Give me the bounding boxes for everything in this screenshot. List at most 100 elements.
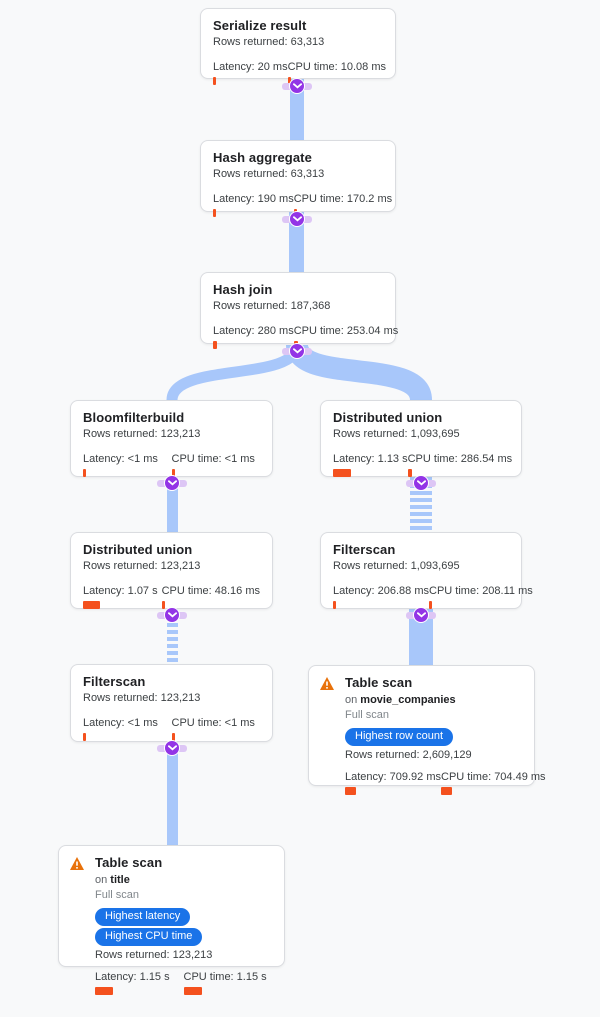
plan-node-table-scan-movie-companies[interactable]: Table scan on movie_companies Full scan …	[308, 665, 546, 795]
latency-metric: Latency: 20 ms	[213, 60, 288, 85]
latency-bar	[333, 601, 336, 609]
highest-row-count-badge: Highest row count	[345, 728, 454, 746]
latency-metric: Latency: 206.88 ms	[333, 584, 429, 609]
node-rows-returned: Rows returned: 63,313	[213, 168, 325, 180]
latency-label: Latency: 280 ms	[213, 325, 294, 337]
on-prefix: on	[95, 874, 111, 886]
latency-bar	[213, 77, 216, 85]
cpu-metric: CPU time: 704.49 ms	[441, 770, 546, 795]
latency-label: Latency: 1.13 s	[333, 453, 408, 465]
collapse-children-button[interactable]	[289, 78, 305, 94]
cpu-metric: CPU time: 208.11 ms	[429, 584, 533, 609]
latency-metric: Latency: 1.15 s	[95, 970, 184, 995]
node-title: Hash aggregate	[213, 150, 312, 165]
latency-metric: Latency: <1 ms	[83, 716, 172, 741]
scan-type: Full scan	[95, 889, 140, 901]
cpu-time-bar	[171, 733, 175, 741]
latency-label: Latency: <1 ms	[83, 717, 158, 729]
chevron-down-icon	[416, 480, 426, 486]
edge-distributedunion-filterscan-left	[167, 609, 178, 665]
chevron-down-icon	[167, 745, 177, 751]
cpu-metric: CPU time: <1 ms	[171, 452, 261, 477]
collapse-children-button[interactable]	[164, 740, 180, 756]
latency-label: Latency: 206.88 ms	[333, 585, 430, 597]
node-title: Filterscan	[83, 674, 146, 689]
cpu-time-bar	[407, 469, 412, 477]
highest-cpu-time-badge: Highest CPU time	[95, 928, 203, 946]
edge-bloomfilterbuild-distributedunion	[167, 477, 178, 533]
latency-metric: Latency: 280 ms	[213, 324, 294, 349]
latency-bar	[345, 787, 356, 795]
cpu-time-label: CPU time: 48.16 ms	[161, 585, 260, 597]
collapse-children-button[interactable]	[164, 475, 180, 491]
node-rows-returned: Rows returned: 123,213	[83, 692, 201, 704]
chevron-down-icon	[292, 216, 302, 222]
scan-type: Full scan	[345, 709, 390, 721]
cpu-metric: CPU time: 253.04 ms	[293, 324, 398, 349]
node-rows-returned: Rows returned: 123,213	[83, 560, 201, 572]
cpu-time-label: CPU time: 286.54 ms	[407, 453, 513, 465]
node-rows-returned: Rows returned: 2,609,129	[345, 749, 472, 761]
cpu-metric: CPU time: 1.15 s	[183, 970, 273, 995]
plan-node-hash-join[interactable]: Hash join Rows returned: 187,368 Latency…	[200, 272, 398, 349]
node-title: Serialize result	[213, 18, 307, 33]
cpu-time-label: CPU time: <1 ms	[171, 453, 255, 465]
highest-latency-badge: Highest latency	[95, 908, 191, 926]
chevron-down-icon	[292, 348, 302, 354]
node-rows-returned: Rows returned: 1,093,695	[333, 560, 460, 572]
latency-metric: Latency: 1.07 s	[83, 584, 162, 609]
collapse-children-button[interactable]	[164, 607, 180, 623]
plan-node-hash-aggregate[interactable]: Hash aggregate Rows returned: 63,313 Lat…	[200, 140, 396, 217]
plan-node-filterscan-right[interactable]: Filterscan Rows returned: 1,093,695 Late…	[320, 532, 533, 609]
cpu-metric: CPU time: 286.54 ms	[407, 452, 513, 477]
collapse-children-button[interactable]	[289, 343, 305, 359]
cpu-time-label: CPU time: 10.08 ms	[287, 61, 387, 73]
chevron-down-icon	[167, 480, 177, 486]
plan-node-table-scan-title[interactable]: Table scan on title Full scan Highest la…	[58, 845, 285, 995]
latency-label: Latency: 20 ms	[213, 61, 288, 73]
cpu-metric: CPU time: <1 ms	[171, 716, 261, 741]
collapse-children-button[interactable]	[289, 211, 305, 227]
node-target-table: on title	[95, 873, 272, 888]
node-title: Table scan	[345, 675, 413, 690]
node-target-table: on movie_companies	[345, 693, 522, 708]
plan-node-bloomfilterbuild[interactable]: Bloomfilterbuild Rows returned: 123,213 …	[70, 400, 273, 477]
node-title: Hash join	[213, 282, 273, 297]
on-prefix: on	[345, 694, 361, 706]
cpu-time-bar	[441, 787, 453, 795]
cpu-time-bar	[429, 601, 433, 609]
node-title: Filterscan	[333, 542, 396, 557]
latency-metric: Latency: 190 ms	[213, 192, 294, 217]
cpu-time-label: CPU time: 1.15 s	[183, 971, 267, 983]
edge-serialize-hashaggregate	[290, 79, 304, 141]
latency-label: Latency: 190 ms	[213, 193, 294, 205]
collapse-children-button[interactable]	[413, 607, 429, 623]
latency-bar	[213, 209, 216, 217]
latency-label: Latency: <1 ms	[83, 453, 158, 465]
plan-node-distributed-union-right[interactable]: Distributed union Rows returned: 1,093,6…	[320, 400, 522, 477]
cpu-metric: CPU time: 48.16 ms	[161, 584, 260, 609]
plan-node-distributed-union-left[interactable]: Distributed union Rows returned: 123,213…	[70, 532, 273, 609]
node-title: Bloomfilterbuild	[83, 410, 185, 425]
collapse-children-button[interactable]	[413, 475, 429, 491]
latency-metric: Latency: 1.13 s	[333, 452, 408, 477]
node-title: Distributed union	[83, 542, 193, 557]
latency-metric: Latency: 709.92 ms	[345, 770, 441, 795]
chevron-down-icon	[167, 612, 177, 618]
latency-bar	[83, 469, 86, 477]
node-rows-returned: Rows returned: 123,213	[83, 428, 201, 440]
chevron-down-icon	[292, 83, 302, 89]
plan-node-filterscan-left[interactable]: Filterscan Rows returned: 123,213 Latenc…	[70, 664, 273, 742]
edge-hashjoin-distributedunion	[286, 344, 432, 400]
edge-filterscan-tablescan-left	[167, 742, 178, 846]
warning-icon	[70, 857, 84, 870]
cpu-time-bar	[171, 469, 175, 477]
plan-node-serialize-result[interactable]: Serialize result Rows returned: 63,313 L…	[200, 8, 396, 85]
cpu-time-bar	[161, 601, 165, 609]
node-rows-returned: Rows returned: 187,368	[213, 300, 331, 312]
cpu-time-bar	[183, 987, 202, 995]
node-rows-returned: Rows returned: 63,313	[213, 36, 325, 48]
node-title: Table scan	[95, 855, 163, 870]
warning-icon	[320, 677, 334, 690]
